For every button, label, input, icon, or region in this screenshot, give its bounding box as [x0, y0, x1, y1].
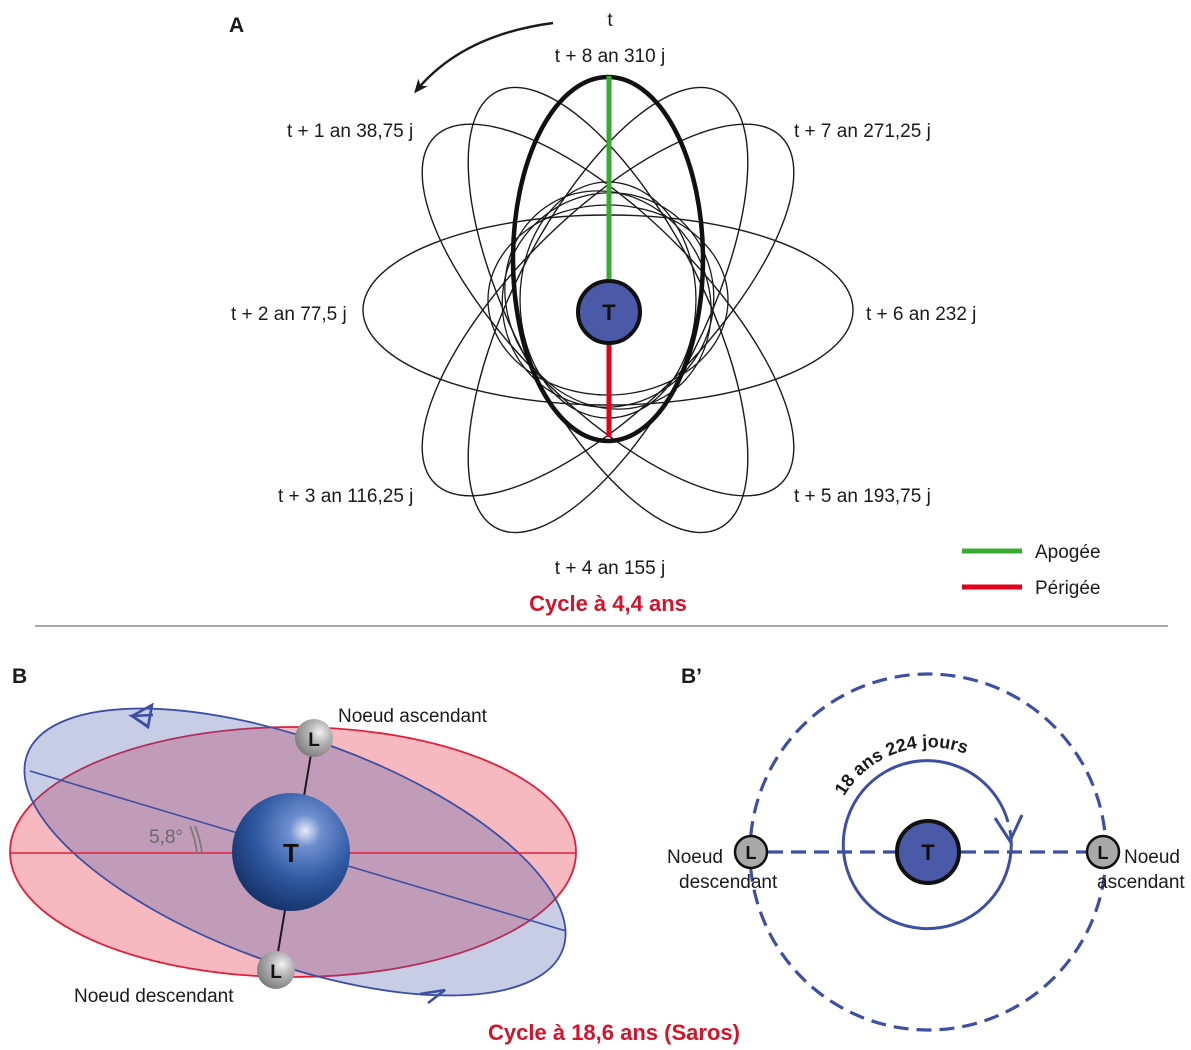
- earth-b-prime-label: T: [921, 840, 935, 865]
- legend-perigee-label: Périgée: [1035, 578, 1101, 599]
- moon-descending-node-b-prime: [733, 834, 769, 870]
- moon-label: L: [270, 962, 282, 983]
- moon-label: L: [308, 730, 320, 751]
- orbit-label-5: t + 5 an 193,75 j: [794, 486, 931, 507]
- orbit-label-2: t + 2 an 77,5 j: [231, 304, 347, 325]
- earth-a: [576, 279, 642, 345]
- moon-label: L: [1098, 843, 1109, 863]
- moon-descending-node: [257, 951, 295, 989]
- panel-a-label: A: [229, 14, 244, 37]
- caption-cycle-4-4: Cycle à 4,4 ans: [529, 591, 687, 616]
- ascending-node-line1: Noeud: [1124, 847, 1180, 868]
- moon-ascending-node-b-prime: [1085, 834, 1121, 870]
- orbit-direction-arrow-top-head: [127, 713, 154, 729]
- ascending-node-label: Noeud ascendant: [338, 706, 488, 727]
- panel-b-label: B: [12, 665, 27, 688]
- orbit-direction-arrow-bottom: [419, 988, 446, 1005]
- inclination-arc-inner: [194, 825, 203, 854]
- descending-node-line1: Noeud: [667, 847, 723, 868]
- rotation-arrow: [414, 21, 554, 94]
- orbit-label-6: t + 6 an 232 j: [866, 304, 976, 325]
- orbit-label-7: t + 7 an 271,25 j: [794, 121, 931, 142]
- regression-arrow-head: [993, 814, 1024, 845]
- inclination-arc: [189, 825, 198, 854]
- ascending-node-line2: ascendant: [1097, 872, 1185, 893]
- inclination-label: 5,8°: [149, 827, 183, 848]
- orbit-label-8: t + 8 an 310 j: [555, 46, 665, 67]
- orbit-label-1: t + 1 an 38,75 j: [287, 121, 413, 142]
- time-start-label: t: [607, 10, 613, 31]
- descending-node-label: Noeud descendant: [74, 986, 234, 1007]
- earth-b: [232, 793, 350, 911]
- earth-b-prime: [895, 819, 961, 885]
- earth-b-label: T: [283, 838, 299, 868]
- regression-circle: [841, 770, 1013, 931]
- panel-b-prime-label: B’: [681, 665, 702, 688]
- earth-a-label: T: [602, 300, 616, 325]
- orbit-label-3: t + 3 an 116,25 j: [278, 486, 413, 507]
- moon-ascending-node: [295, 719, 333, 757]
- regression-arc-top: [884, 759, 1010, 823]
- moon-label: L: [746, 843, 757, 863]
- legend-apogee-label: Apogée: [1035, 542, 1101, 563]
- inner-orbit: [504, 190, 712, 410]
- descending-node-line2: descendant: [679, 872, 778, 893]
- caption-cycle-18-6: Cycle à 18,6 ans (Saros): [488, 1020, 740, 1045]
- orbit-label-4: t + 4 an 155 j: [555, 558, 665, 579]
